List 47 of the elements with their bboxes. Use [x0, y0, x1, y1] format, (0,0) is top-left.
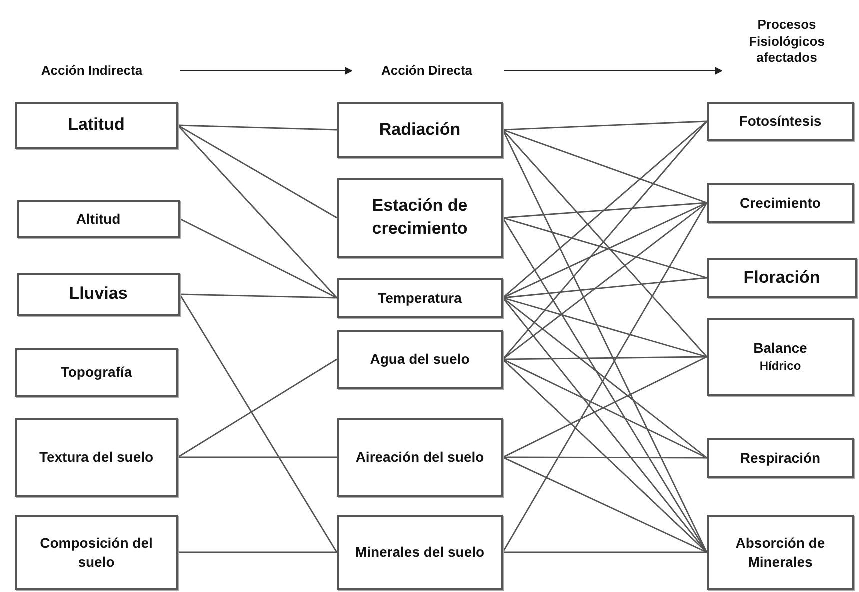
connector-line [177, 125, 338, 298]
connector-line [502, 130, 708, 553]
connector-line [503, 456, 707, 459]
connector-line [502, 129, 708, 204]
connector-line [179, 294, 338, 553]
connector-line [502, 277, 708, 299]
factor-box: Composición del suelo [15, 515, 178, 590]
connector-line [178, 456, 337, 458]
connector-line [178, 124, 338, 219]
connector-line [180, 218, 338, 299]
box-subheading: Hídrico [760, 358, 802, 375]
connector-line [178, 552, 337, 554]
arrow [180, 67, 353, 75]
factor-box: Absorción de Minerales [707, 515, 854, 590]
connector-line [502, 456, 708, 554]
factor-box: Latitud [15, 102, 178, 149]
factor-box: Crecimiento [707, 183, 854, 223]
connector-line [178, 124, 338, 131]
factor-box: Minerales del suelo [337, 515, 503, 590]
arrow [504, 67, 723, 75]
factor-box: Topografía [15, 348, 178, 397]
factor-box: Fotosíntesis [707, 102, 854, 141]
factor-box: Textura del suelo [15, 418, 178, 497]
connector-line [502, 359, 708, 553]
factor-box: Lluvias [17, 273, 180, 316]
connector-line [502, 120, 708, 131]
connector-line [502, 297, 708, 358]
factor-box [707, 318, 854, 396]
connector-line [502, 297, 708, 459]
connector-line [178, 358, 338, 458]
connector-line [502, 202, 708, 219]
factor-box: Aireación del suelo [337, 418, 503, 497]
connector-line [502, 217, 708, 279]
factor-box: Floración [707, 258, 857, 298]
factor-box: Radiación [337, 102, 503, 158]
factor-box: Agua del suelo [337, 330, 503, 389]
connector-line [502, 120, 708, 299]
factor-box: Temperatura [337, 278, 503, 318]
factor-box: Respiración [707, 438, 854, 478]
box-heading: Balance [754, 339, 808, 358]
connector-line [503, 356, 707, 360]
connector-line [502, 202, 708, 360]
factor-box: Altitud [17, 200, 180, 238]
connector-line [180, 294, 338, 299]
connector-line [503, 552, 707, 554]
connector-line [502, 202, 708, 299]
factor-box: Estación de crecimiento [337, 178, 503, 258]
